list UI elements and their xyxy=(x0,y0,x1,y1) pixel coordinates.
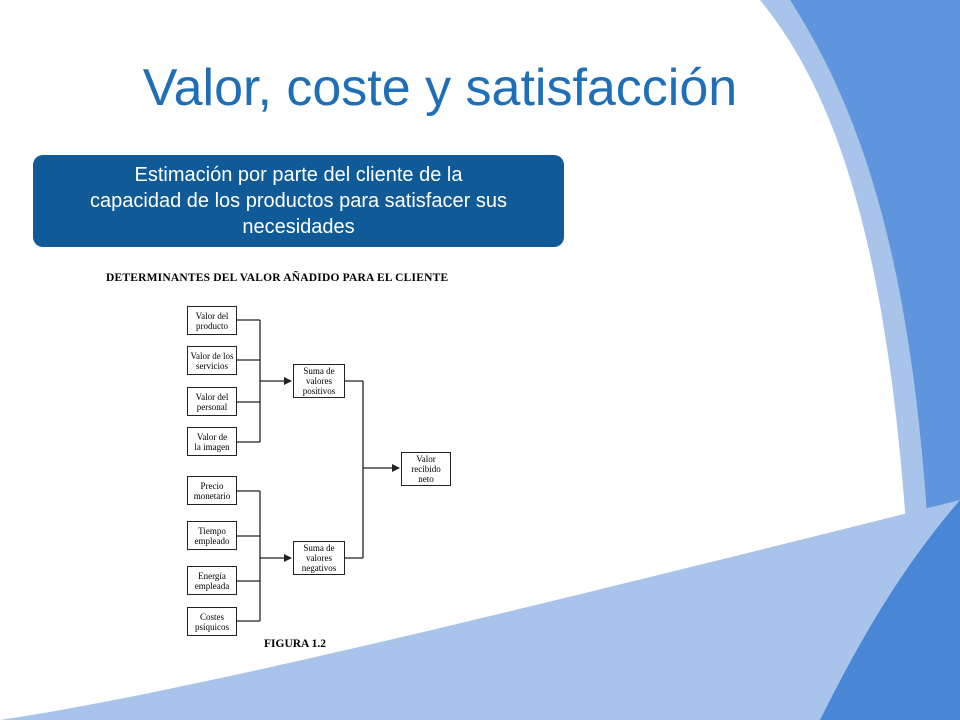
value-determinants-figure: DETERMINANTES DEL VALOR AÑADIDO PARA EL … xyxy=(103,262,523,658)
bottom-swoosh-light xyxy=(0,500,960,720)
node-valor-producto: Valor del producto xyxy=(187,306,237,335)
node-energia-empleada: Energía empleada xyxy=(187,566,237,595)
sums-bracket xyxy=(343,380,364,559)
node-costes-psiquicos: Costes psíquicos xyxy=(187,607,237,636)
node-valor-servicios: Valor de los servicios xyxy=(187,346,237,375)
node-valor-recibido-neto: Valor recibido neto xyxy=(401,452,451,486)
node-valor-personal: Valor del personal xyxy=(187,387,237,416)
figure-caption: FIGURA 1.2 xyxy=(264,638,326,650)
diagram-connectors xyxy=(235,319,400,622)
callout-line-2: capacidad de los productos para satisfac… xyxy=(90,190,507,212)
node-suma-negativos: Suma de valores negativos xyxy=(293,541,345,575)
top-right-swoosh-dark xyxy=(790,0,960,720)
slide-title: Valor, coste y satisfacción xyxy=(142,59,738,117)
definition-callout: Estimación por parte del cliente de la c… xyxy=(33,155,564,247)
figure-heading: DETERMINANTES DEL VALOR AÑADIDO PARA EL … xyxy=(106,272,449,284)
node-suma-positivos: Suma de valores positivos xyxy=(293,364,345,398)
node-valor-imagen: Valor de la imagen xyxy=(187,427,237,456)
callout-line-1: Estimación por parte del cliente de la xyxy=(134,164,463,186)
positive-inputs-bracket xyxy=(235,319,261,443)
negative-inputs-bracket xyxy=(235,490,261,622)
callout-line-3: necesidades xyxy=(242,216,355,238)
bottom-swoosh-dark xyxy=(820,500,960,720)
node-precio-monetario: Precio monetario xyxy=(187,476,237,505)
node-tiempo-empleado: Tiempo empleado xyxy=(187,521,237,550)
